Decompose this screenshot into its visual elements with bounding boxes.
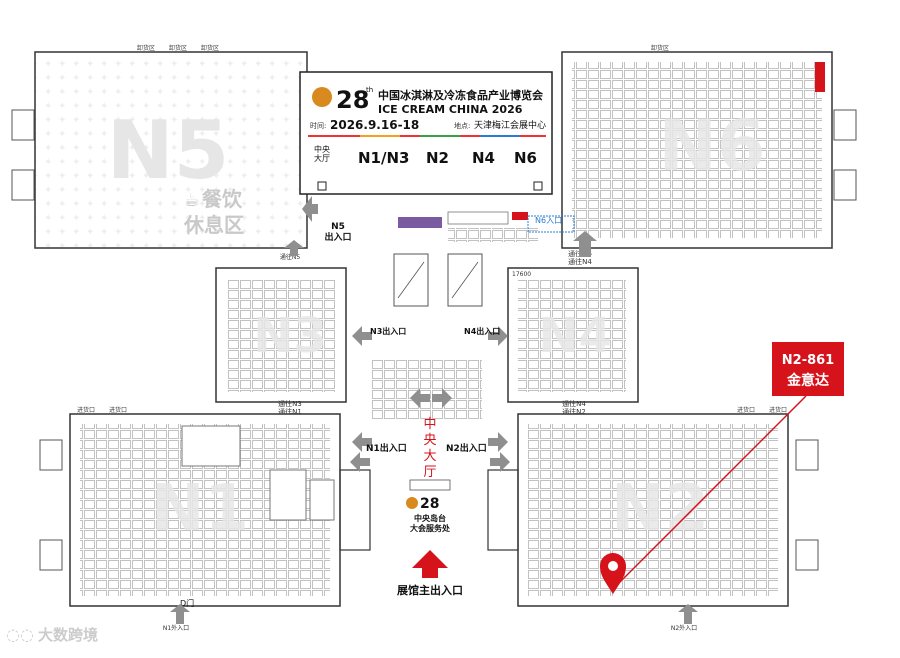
entrance-n6-label: N6入口: [535, 216, 562, 225]
entrance-n6: N6入口 通往N6通往N4: [527, 215, 597, 266]
n1-inbound-1: 进货口: [77, 406, 95, 414]
service-logo-icon: [406, 497, 418, 509]
entrance-n1: N1出入口 N1外入口: [163, 432, 407, 632]
watermark-logo-icon: ◌◌: [6, 625, 34, 644]
service-edition: 28: [420, 496, 439, 512]
hall-n1: N1 进货口 进货口 D门: [39, 406, 371, 608]
n1-door: D门: [180, 598, 194, 608]
hall-n4-letter: N4: [538, 308, 612, 364]
service-desk-label-1: 中央岛台: [414, 513, 446, 523]
n2-inbound-1: 进货口: [737, 406, 755, 414]
banner-hall-n4: N4: [472, 149, 495, 167]
main-entrance-label: 展馆主出入口: [396, 583, 463, 597]
expo-venue: 天津梅江会展中心: [474, 119, 546, 131]
callout-company: 金意达: [786, 372, 829, 389]
n4-code: 17600: [512, 271, 531, 278]
expo-title-en: ICE CREAM CHINA 2026: [378, 103, 523, 116]
n5-unloading-2: 卸货区: [169, 44, 187, 52]
central-hall-char-2: 央: [423, 433, 436, 448]
main-entrance-arrow-icon: [412, 550, 448, 578]
entrance-n2-label: N2出入口: [446, 442, 487, 454]
expo-logo-icon: [312, 87, 332, 107]
central-hall: 中 央 大 厅 28 中央岛台 大会服务处 展馆主出入口: [396, 417, 463, 597]
expo-date: 2026.9.16-18: [330, 118, 419, 132]
n5-unloading-1: 卸货区: [137, 44, 155, 52]
dining-zone-label: 餐饮: [202, 187, 243, 211]
watermark: ◌◌ 大数跨境: [6, 625, 98, 644]
watermark-text: 大数跨境: [38, 626, 98, 644]
hall-n5-letter: N5: [107, 104, 230, 197]
hall-n6-letter: N6: [658, 105, 765, 187]
location-pin-icon: [600, 553, 626, 594]
expo-edition: 28: [336, 86, 369, 114]
rest-zone-label: 休息区: [183, 213, 244, 237]
entrance-n4-label: N4出入口: [464, 326, 500, 336]
hall-n5: N5 餐饮 休息区 ☕ 卸货区 卸货区 卸货区: [11, 44, 308, 249]
entrance-n3-label: N3出入口: [370, 326, 406, 336]
central-hall-char-3: 大: [423, 449, 436, 464]
banner-hall-n2: N2: [426, 149, 449, 167]
booth-callout: N2-861 金意达: [611, 342, 844, 591]
banner-hall-n6: N6: [514, 149, 537, 167]
banner-hall-n1n3: N1/N3: [358, 149, 409, 167]
upper-corridor: [398, 211, 538, 242]
callout-booth-number: N2-861: [782, 353, 834, 368]
entrance-n2-south-label: N2外入口: [671, 624, 697, 632]
expo-edition-suffix: th: [366, 86, 373, 94]
hall-n6: N6 卸货区: [561, 44, 857, 249]
expo-banner: 28 th 中国冰淇淋及冷冻食品产业博览会 ICE CREAM CHINA 20…: [299, 71, 553, 195]
banner-hall-central: 中央大厅: [314, 144, 330, 163]
n2-inbound-2: 进货口: [769, 406, 787, 414]
central-hall-char-4: 厅: [423, 465, 436, 480]
hall-n3-letter: N3: [253, 308, 327, 364]
cup-icon: ☕: [184, 190, 200, 211]
hall-n2-letter: N2: [611, 472, 709, 546]
expo-time-label: 时间:: [310, 121, 326, 130]
service-desk-label-2: 大会服务处: [410, 523, 451, 533]
n1-inbound-2: 进货口: [109, 406, 127, 414]
hall-n2: N2 进货口 进货口: [487, 406, 819, 607]
expo-title-cn: 中国冰淇淋及冷冻食品产业博览会: [378, 88, 544, 102]
expo-venue-label: 地点:: [454, 121, 470, 130]
to-n5-label: 通往N5: [280, 253, 300, 261]
entrance-n1-label: N1出入口: [366, 442, 407, 454]
n6-unloading: 卸货区: [651, 44, 669, 52]
hall-n1-letter: N1: [151, 472, 249, 546]
central-hall-char-1: 中: [423, 417, 436, 432]
n5-unloading-3: 卸货区: [201, 44, 219, 52]
central-corridor: [372, 253, 483, 420]
entrance-n2: N2出入口 N2外入口: [446, 432, 698, 632]
entrance-n1-south-label: N1外入口: [163, 624, 189, 632]
